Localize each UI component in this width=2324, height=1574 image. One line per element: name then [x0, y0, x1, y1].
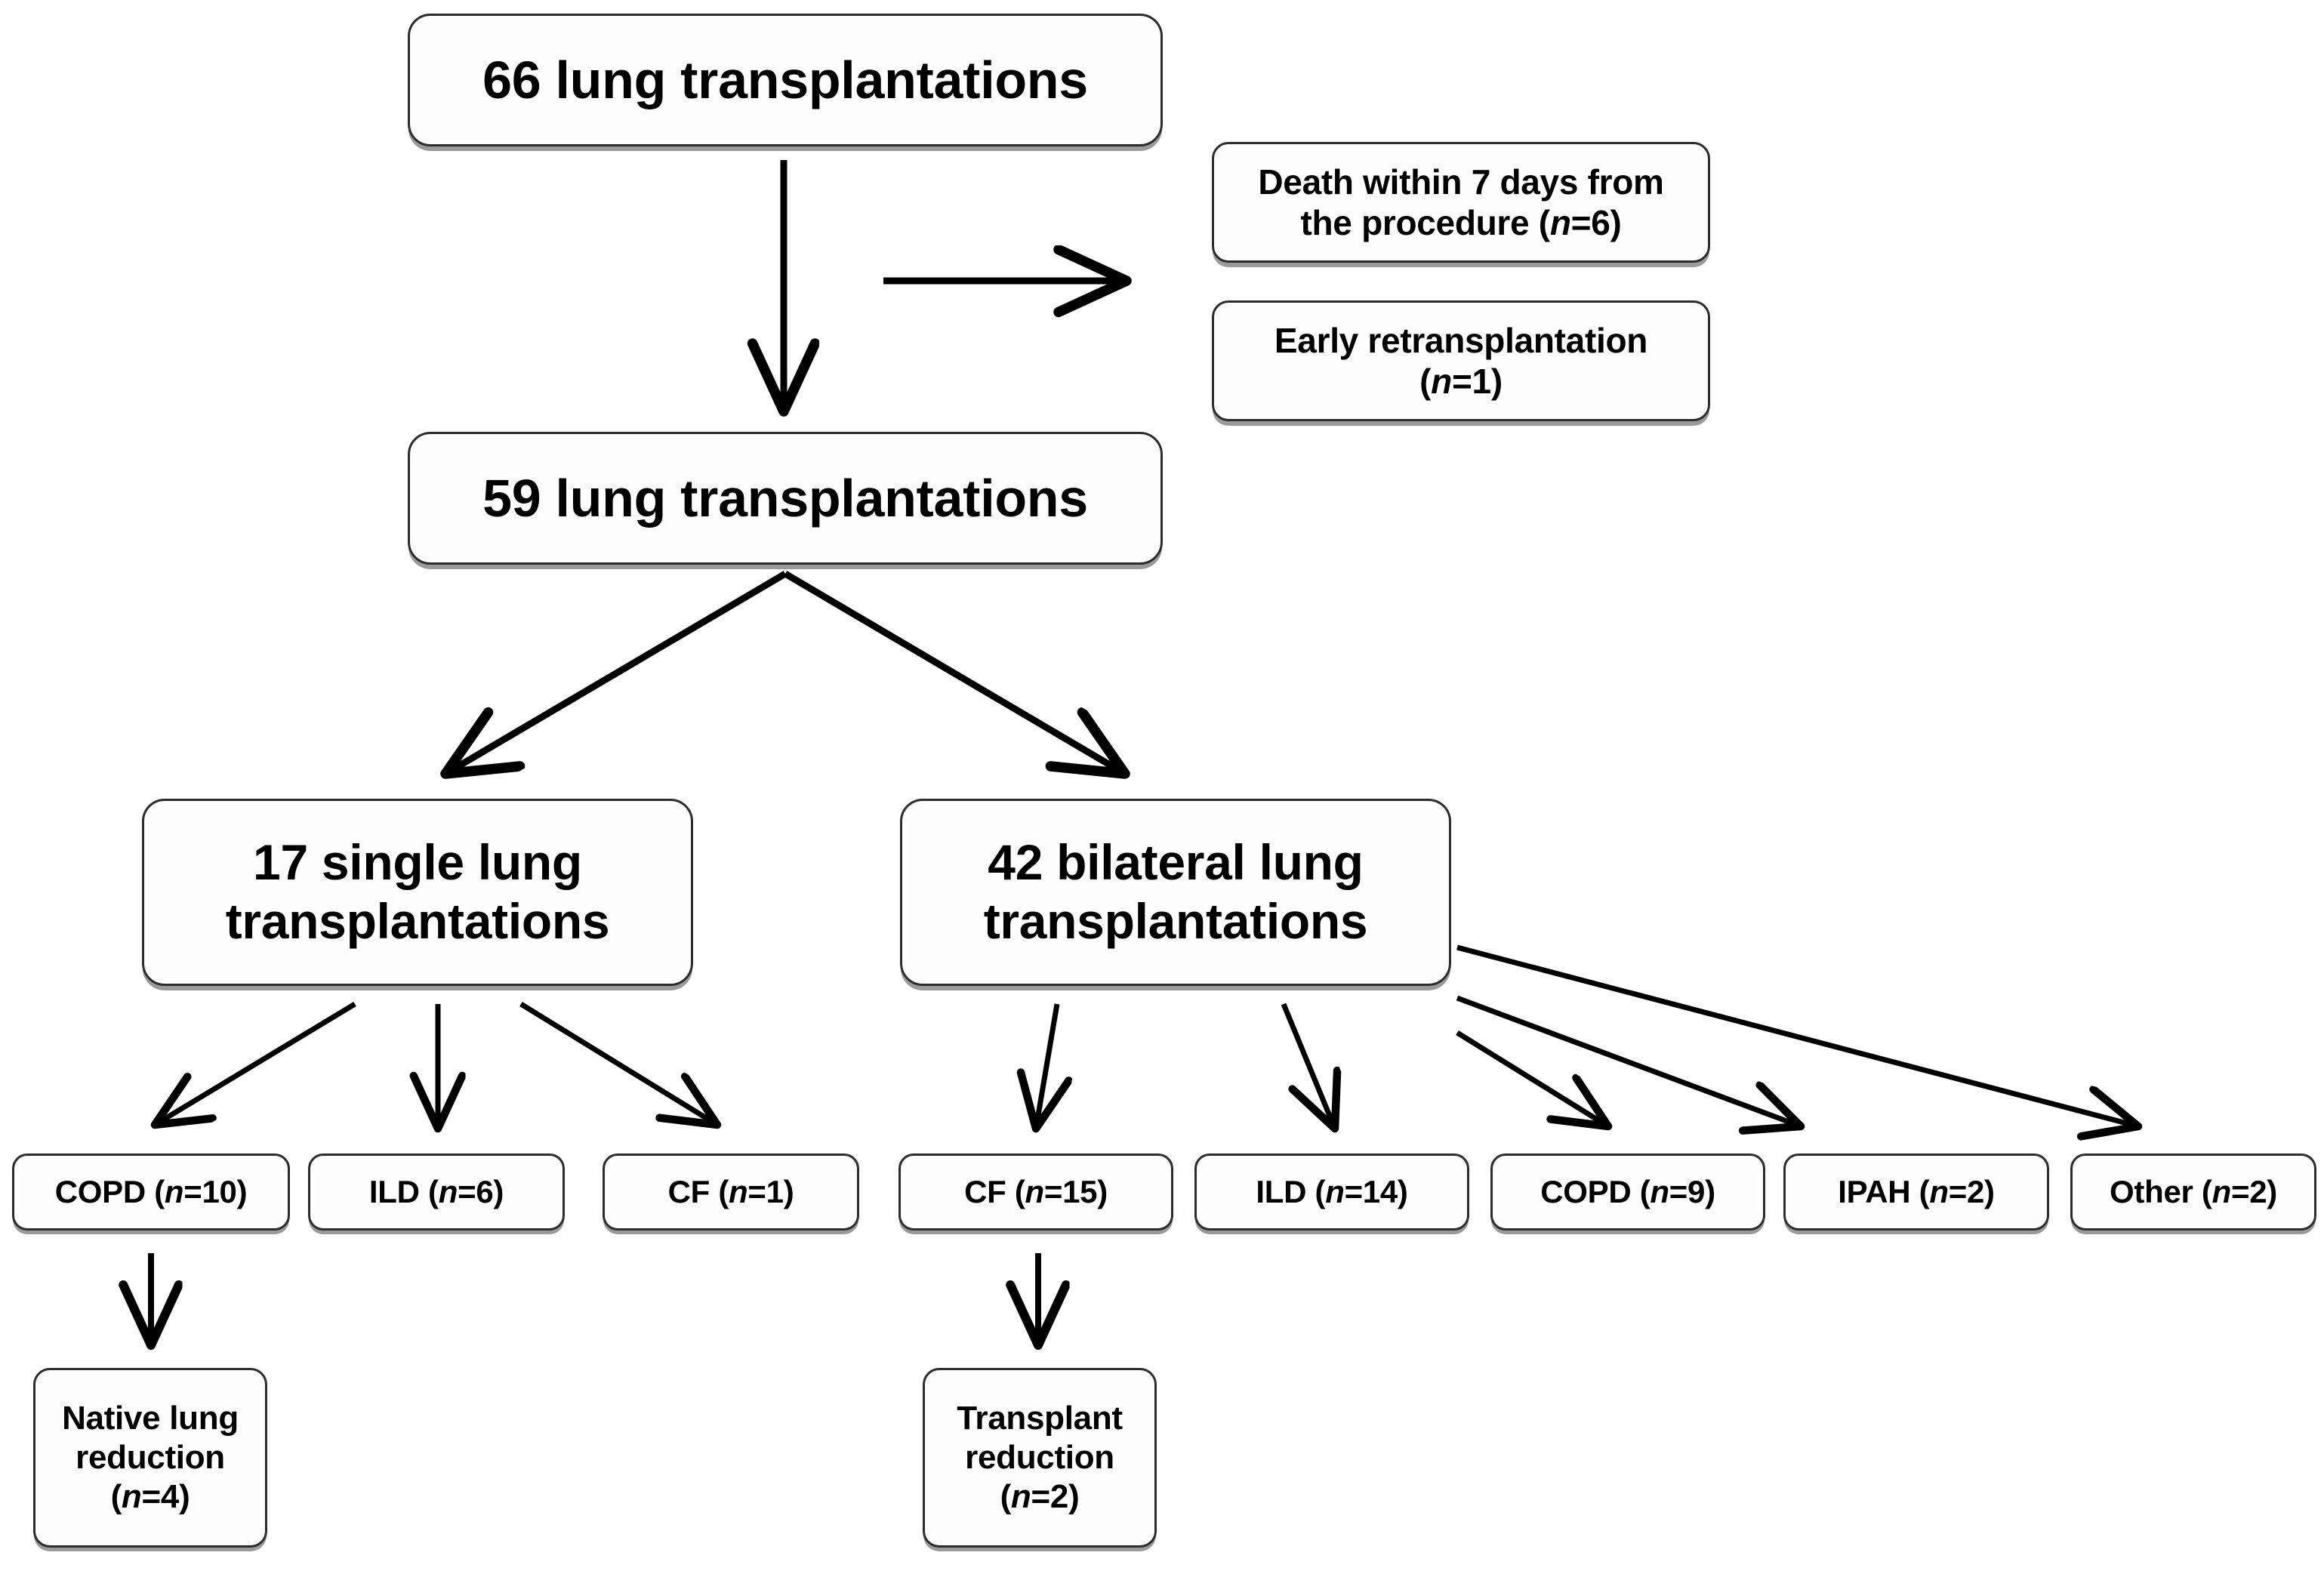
dx-5-post: =9)	[1669, 1174, 1715, 1210]
dx-3-pre: CF (	[964, 1174, 1025, 1210]
red-1-line3-post: =2)	[1031, 1477, 1080, 1515]
bilateral-line1: 42 bilateral lung	[988, 834, 1364, 891]
red-0-line2: reduction	[76, 1439, 225, 1477]
dx-3-post: =15)	[1043, 1174, 1108, 1210]
red-0-line3-pre: (	[110, 1477, 122, 1515]
node-native-lung-reduction[interactable]: Native lung reduction (n=4)	[33, 1368, 267, 1548]
dx-4-pre: ILD (	[1256, 1174, 1326, 1210]
edge-bilateral-to-dx-ild	[1281, 1003, 1335, 1129]
dx-6-pre: IPAH (	[1838, 1174, 1930, 1210]
excl-retx-line2-post: =1)	[1451, 362, 1503, 401]
red-1-n: n	[1010, 1477, 1031, 1515]
node-single-lung-transplantations[interactable]: 17 single lung transplantations	[142, 799, 693, 986]
dx-2-n: n	[729, 1174, 748, 1210]
edge-bilateral-to-dx-cf	[1036, 1003, 1057, 1129]
node-included-label: 59 lung transplantations	[482, 468, 1088, 528]
excl-death-line2-post: =6)	[1570, 203, 1622, 242]
node-diagnosis-bilateral-other[interactable]: Other (n=2)	[2070, 1154, 2316, 1231]
node-excluded-death[interactable]: Death within 7 days from the procedure (…	[1212, 142, 1710, 263]
node-excluded-retransplantation-label: Early retransplantation (n=1)	[1222, 320, 1700, 402]
dx-0-n: n	[164, 1174, 184, 1210]
dx-7-post: =2)	[2230, 1174, 2277, 1210]
red-1-line1: Transplant	[957, 1400, 1123, 1437]
dx-1-n: n	[438, 1174, 458, 1210]
red-1-line2: reduction	[965, 1439, 1114, 1477]
dx-7-pre: Other (	[2110, 1174, 2212, 1210]
single-line1: 17 single lung	[253, 834, 582, 891]
dx-0-pre: COPD (	[54, 1174, 165, 1210]
excl-retx-line1: Early retransplantation	[1274, 320, 1648, 360]
node-diagnosis-single-cf[interactable]: CF (n=1)	[603, 1154, 859, 1231]
node-diagnosis-single-ild[interactable]: ILD (n=6)	[308, 1154, 565, 1231]
single-line2: transplantations	[225, 893, 610, 949]
node-bilateral-lung-transplantations[interactable]: 42 bilateral lung transplantations	[900, 799, 1451, 986]
dx-3-n: n	[1025, 1174, 1045, 1210]
excl-retx-n: n	[1431, 362, 1452, 401]
node-transplant-reduction[interactable]: Transplant reduction (n=2)	[923, 1368, 1157, 1548]
node-single-label: 17 single lung transplantations	[152, 833, 683, 951]
edge-included-to-bilateral	[783, 571, 1125, 774]
excl-death-n: n	[1549, 203, 1571, 242]
dx-4-n: n	[1325, 1174, 1345, 1210]
node-included-transplantations[interactable]: 59 lung transplantations	[408, 432, 1163, 565]
dx-7-n: n	[2211, 1174, 2232, 1210]
node-diagnosis-bilateral-cf[interactable]: CF (n=15)	[898, 1154, 1173, 1231]
node-diagnosis-bilateral-ild[interactable]: ILD (n=14)	[1194, 1154, 1469, 1231]
excl-death-line2-pre: the procedure (	[1300, 203, 1550, 242]
red-0-line1: Native lung	[62, 1400, 239, 1437]
node-diagnosis-bilateral-ipah[interactable]: IPAH (n=2)	[1783, 1154, 2049, 1231]
dx-5-pre: COPD (	[1540, 1174, 1651, 1210]
edge-single-to-dx-cf	[519, 1002, 717, 1125]
dx-0-post: =10)	[183, 1174, 248, 1210]
node-diagnosis-bilateral-copd[interactable]: COPD (n=9)	[1490, 1154, 1765, 1231]
excl-death-line1: Death within 7 days from	[1258, 162, 1664, 202]
dx-4-post: =14)	[1344, 1174, 1408, 1210]
dx-6-n: n	[1929, 1174, 1949, 1210]
red-0-n: n	[121, 1477, 142, 1515]
dx-1-pre: ILD (	[368, 1174, 439, 1210]
node-total-label: 66 lung transplantations	[482, 50, 1088, 109]
edge-bilateral-to-dx-other	[1456, 944, 2138, 1126]
red-0-line3-post: =4)	[141, 1477, 190, 1515]
node-total-transplantations[interactable]: 66 lung transplantations	[408, 14, 1163, 146]
red-1-line3-pre: (	[1000, 1477, 1012, 1515]
node-bilateral-label: 42 bilateral lung transplantations	[910, 833, 1441, 951]
excl-retx-line2-pre: (	[1419, 362, 1432, 401]
dx-2-post: =1)	[747, 1174, 794, 1210]
dx-5-n: n	[1650, 1174, 1669, 1210]
edge-included-to-single	[445, 571, 788, 774]
dx-2-pre: CF (	[667, 1174, 729, 1210]
node-diagnosis-single-copd[interactable]: COPD (n=10)	[12, 1154, 290, 1231]
node-excluded-death-label: Death within 7 days from the procedure (…	[1222, 162, 1700, 244]
dx-1-post: =6)	[458, 1174, 504, 1210]
edge-single-to-dx-copd	[155, 1002, 356, 1125]
edge-bilateral-to-dx-copd	[1456, 1030, 1608, 1126]
node-excluded-retransplantation[interactable]: Early retransplantation (n=1)	[1212, 300, 1710, 421]
bilateral-line2: transplantations	[983, 893, 1368, 949]
dx-6-post: =2)	[1948, 1174, 1995, 1210]
edge-bilateral-to-dx-ipah	[1456, 995, 1801, 1126]
